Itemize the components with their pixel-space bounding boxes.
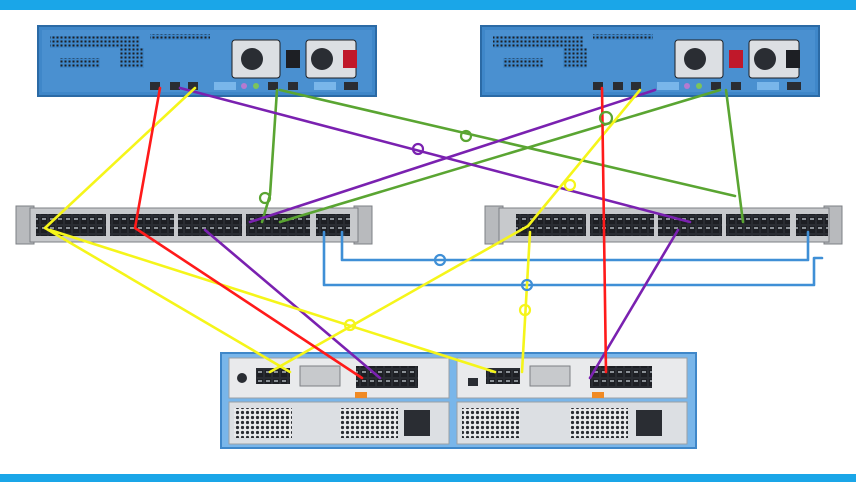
nic-port	[188, 82, 198, 90]
vent-grille	[60, 58, 100, 68]
cable-yellow-2	[526, 88, 642, 228]
cables	[43, 86, 824, 380]
port-block	[110, 214, 174, 236]
port-tag	[592, 392, 604, 398]
vent-grille	[593, 34, 653, 40]
port-block	[516, 214, 586, 236]
vent-grille	[50, 36, 140, 48]
cable-red-right	[600, 86, 608, 374]
crossover-hop	[598, 110, 614, 126]
nic-port	[150, 82, 160, 90]
vent-grille	[493, 36, 583, 48]
vga-port	[657, 82, 679, 90]
uplink-ports	[796, 214, 828, 236]
port-tag	[355, 392, 367, 398]
storage-array	[220, 352, 697, 449]
cable-green-2	[278, 88, 737, 198]
sas-port	[299, 365, 341, 387]
switch-right	[484, 205, 843, 245]
nic-port	[613, 82, 623, 90]
power-inlet-icon	[786, 50, 800, 68]
ps2-port	[684, 83, 690, 89]
port-block	[658, 214, 722, 236]
crossover-hop	[411, 142, 425, 156]
ps2-port	[241, 83, 247, 89]
crossover-hop	[343, 318, 357, 332]
cable-yellow-4	[268, 224, 532, 374]
crossover-hop	[433, 253, 447, 267]
status-led	[468, 378, 478, 386]
cable-green-3	[278, 88, 722, 224]
serial-port	[757, 82, 779, 90]
vent-grille	[462, 408, 520, 438]
power-inlet-icon	[404, 410, 430, 436]
port-block	[726, 214, 790, 236]
crossover-hop	[520, 278, 534, 292]
nic-port	[170, 82, 180, 90]
port-block	[178, 214, 242, 236]
cable-red-left	[133, 86, 364, 380]
server-right	[480, 25, 820, 97]
cable-green-4	[724, 88, 745, 224]
mgmt-ports	[256, 368, 290, 384]
cable-purple-1	[178, 86, 692, 224]
cable-blue-1	[322, 230, 824, 287]
status-led	[237, 373, 247, 383]
vent-grille	[340, 408, 398, 438]
nic-port	[631, 82, 641, 90]
server-left	[37, 25, 377, 97]
crossover-hop	[459, 129, 473, 143]
nic-port	[593, 82, 603, 90]
usb-port	[787, 82, 801, 90]
vent-grille	[150, 34, 210, 40]
uplink-ports	[316, 214, 350, 236]
fan-icon	[684, 48, 706, 70]
cable-blue-2	[340, 230, 810, 262]
vent-grille	[563, 48, 587, 68]
host-ports	[590, 366, 652, 388]
cable-purple-3	[203, 228, 382, 380]
crossover-hop	[563, 178, 577, 192]
nic-port	[731, 82, 741, 90]
nic-port	[268, 82, 278, 90]
power-inlet-icon	[636, 410, 662, 436]
vent-grille	[503, 58, 543, 68]
power-inlet-icon	[343, 50, 357, 68]
cable-yellow-1	[43, 86, 197, 230]
serial-port	[314, 82, 336, 90]
cable-yellow-3	[43, 226, 497, 374]
ps2-port	[696, 83, 702, 89]
port-block	[590, 214, 654, 236]
host-ports	[356, 366, 418, 388]
bottom-frame-bar	[0, 474, 856, 482]
vga-port	[214, 82, 236, 90]
power-inlet-icon	[286, 50, 300, 68]
cable-crossovers	[258, 110, 614, 332]
vent-grille	[120, 48, 144, 68]
cable-purple-2	[248, 88, 657, 224]
nic-port	[288, 82, 298, 90]
power-inlet-icon	[729, 50, 743, 68]
usb-port	[344, 82, 358, 90]
vent-grille	[570, 408, 628, 438]
ps2-port	[253, 83, 259, 89]
top-frame-bar	[0, 0, 856, 10]
fan-icon	[311, 48, 333, 70]
sas-port	[529, 365, 571, 387]
fan-icon	[241, 48, 263, 70]
port-block	[246, 214, 310, 236]
crossover-hop	[258, 191, 272, 205]
nic-port	[711, 82, 721, 90]
crossover-hop	[518, 303, 532, 317]
fan-icon	[754, 48, 776, 70]
vent-grille	[234, 408, 292, 438]
